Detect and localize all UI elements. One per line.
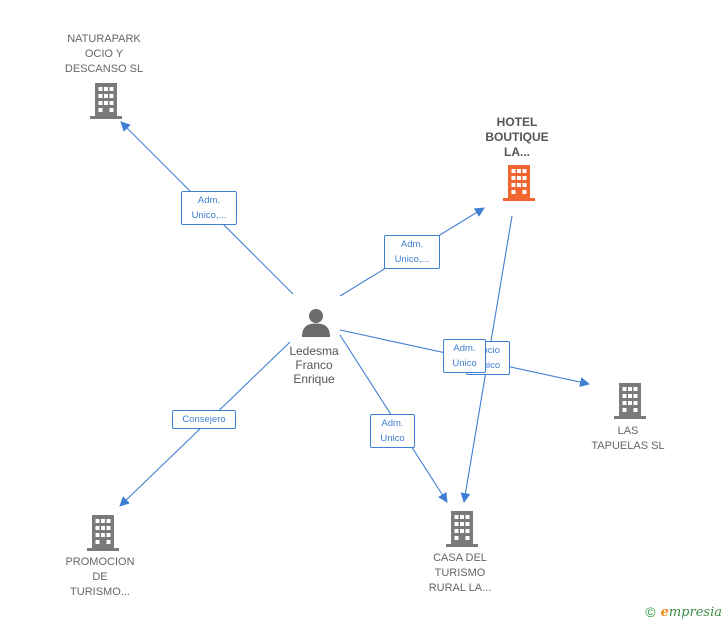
person-icon[interactable] xyxy=(300,307,332,337)
edge-label-promocion[interactable]: Consejero xyxy=(172,410,236,429)
building-icon[interactable] xyxy=(446,511,478,547)
company-label-hotel[interactable]: HOTEL BOUTIQUE LA... xyxy=(485,115,549,159)
edge-label-naturapark[interactable]: Adm. Unico,... xyxy=(181,191,237,225)
empresia-logo[interactable]: empresia xyxy=(660,604,722,620)
person-name[interactable]: Ledesma Franco Enrique xyxy=(289,344,339,386)
building-icon[interactable] xyxy=(614,383,646,419)
copyright-icon: © xyxy=(645,604,656,620)
company-label-promocion[interactable]: PROMOCION DE TURISMO... xyxy=(65,556,135,598)
edge-label-hotel[interactable]: Adm. Unico,... xyxy=(384,235,440,269)
edge-label-casa[interactable]: Adm. Unico xyxy=(370,414,415,448)
company-label-tapuelas[interactable]: LAS TAPUELAS SL xyxy=(591,425,665,452)
footer-brand: © empresia xyxy=(645,604,722,620)
company-label-casa[interactable]: CASA DEL TURISMO RURAL LA... xyxy=(428,552,492,594)
company-label-naturapark[interactable]: NATURAPARK OCIO Y DESCANSO SL xyxy=(64,33,144,75)
building-icon[interactable] xyxy=(503,165,535,201)
building-icon[interactable] xyxy=(87,515,119,551)
building-icon[interactable] xyxy=(90,83,122,119)
edge-label-tapuelas[interactable]: Adm. Unico xyxy=(443,339,486,373)
